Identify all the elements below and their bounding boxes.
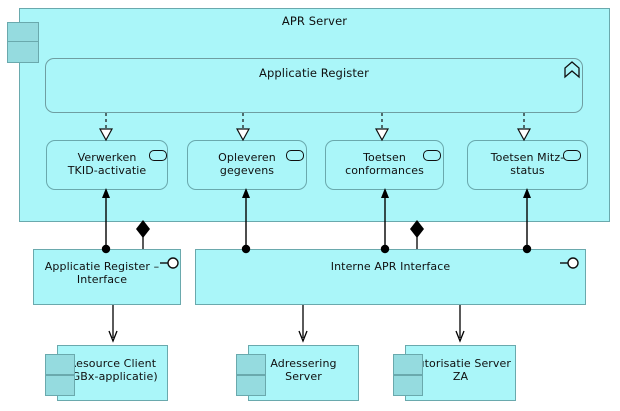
component-icon-opleveren [286, 150, 304, 161]
component-label: Toetsen Mitz- status [490, 151, 565, 177]
composition-diamond [136, 220, 150, 238]
component-icon-tab-upper-autorisatie-server [393, 354, 423, 375]
component-icon-tab-lower-autorisatie-server [393, 375, 423, 396]
apr-server-title: APR Server [281, 14, 348, 28]
interface-interne-apr[interactable]: Interne APR Interface [195, 249, 586, 305]
external-component-label: Resource Client (GBx-applicatie) [67, 357, 158, 383]
external-component-resource-client[interactable]: Resource Client (GBx-applicatie) [57, 345, 168, 401]
component-opleveren-gegevens[interactable]: Opleveren gegevens [187, 140, 307, 190]
component-icon-tab-lower-apr-server [7, 41, 39, 63]
component-icon-tab-lower-adressering-server [236, 375, 266, 396]
provided-interface-lollipop-icon-applicatie-register [160, 257, 179, 269]
component-verwerken-tkid-activatie[interactable]: Verwerken TKID-activatie [46, 140, 168, 190]
component-label: Toetsen conformances [345, 151, 424, 177]
component-toetsen-conformances[interactable]: Toetsen conformances [325, 140, 444, 190]
component-icon-tab-lower-resource-client [45, 375, 75, 396]
composition-edge-applicatie-register-interface [136, 220, 150, 249]
composition-edge-interne-apr-interface [410, 220, 424, 249]
external-component-label: Adressering Server [270, 357, 337, 383]
component-icon-toetsen-conformances [423, 150, 441, 161]
interface-applicatie-register[interactable]: Applicatie Register – Interface [33, 249, 181, 305]
external-component-label: Autorisatie Server ZA [409, 357, 512, 383]
component-icon-verwerken [149, 150, 167, 161]
dependency-edge-interne-apr-to-autorisatie-server [455, 305, 465, 343]
component-label: Verwerken TKID-activatie [67, 151, 147, 177]
interface-label: Applicatie Register – Interface [44, 260, 160, 286]
component-icon-toetsen-mitz [563, 150, 581, 161]
component-label: Opleveren gegevens [218, 151, 276, 177]
composition-diamond [410, 220, 424, 238]
package-chevron-icon [564, 61, 580, 79]
dependency-edge-interne-apr-to-adressering-server [298, 305, 308, 343]
interface-label: Interne APR Interface [330, 260, 451, 273]
external-component-adressering-server[interactable]: Adressering Server [248, 345, 359, 401]
dependency-edge-applicatie-register-to-resource-client [108, 305, 118, 343]
provided-interface-lollipop-icon-interne-apr [560, 257, 579, 269]
applicatie-register-package[interactable]: Applicatie Register [45, 58, 583, 113]
external-component-autorisatie-server-za[interactable]: Autorisatie Server ZA [405, 345, 516, 401]
component-toetsen-mitz-status[interactable]: Toetsen Mitz- status [467, 140, 588, 190]
component-icon-tab-upper-resource-client [45, 354, 75, 375]
component-icon-tab-upper-adressering-server [236, 354, 266, 375]
applicatie-register-title: Applicatie Register [259, 66, 369, 80]
